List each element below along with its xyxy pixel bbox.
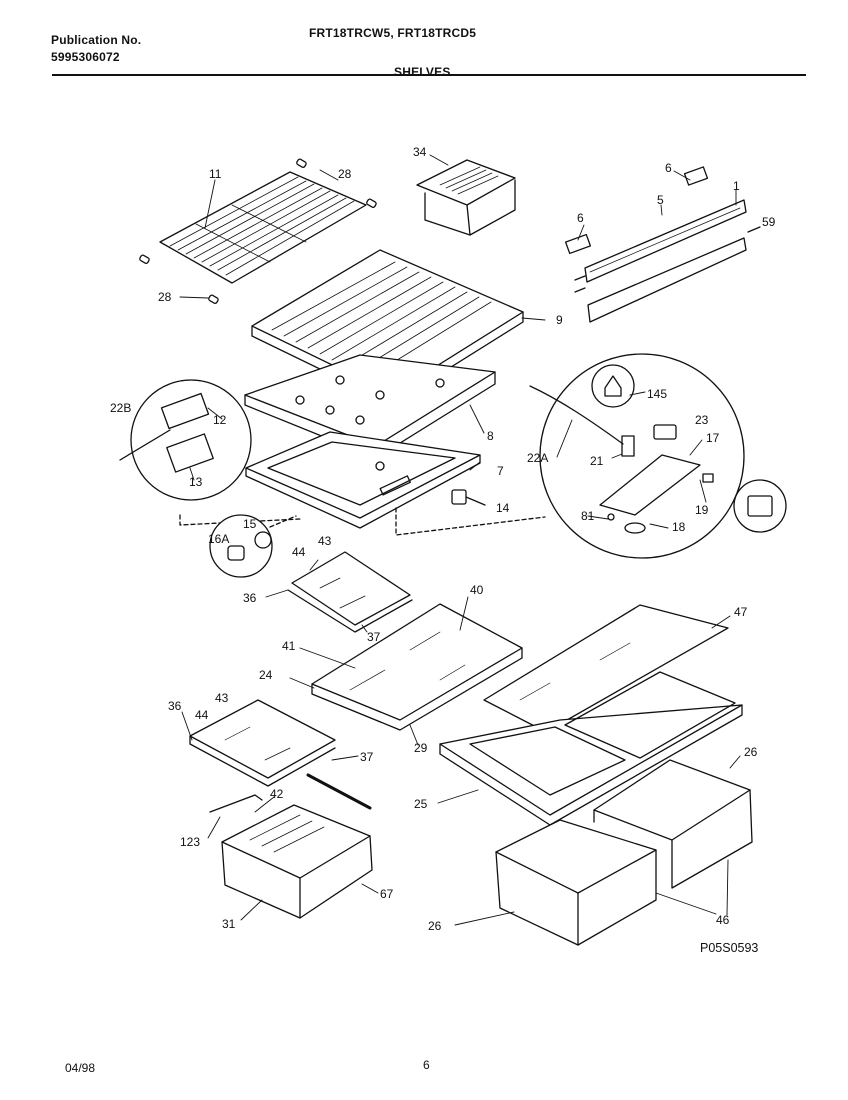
callout-34: 34 (413, 145, 427, 159)
callout-43: 43 (215, 691, 229, 705)
shelf-rail-part (564, 166, 761, 323)
footer-date: 04/98 (65, 1061, 96, 1075)
page-number: 6 (423, 1058, 430, 1072)
callout-44: 44 (292, 545, 306, 559)
damper-clip-part (451, 489, 486, 506)
callout-37: 37 (367, 630, 381, 644)
callout-12: 12 (213, 413, 227, 427)
callout-123: 123 (180, 835, 200, 849)
callout-59: 59 (762, 215, 776, 229)
callout-67: 67 (380, 887, 394, 901)
callout-36: 36 (168, 699, 182, 713)
crisper-drawer-right-part (593, 759, 753, 889)
callout-14: 14 (496, 501, 510, 515)
lower-small-shelf-part (189, 699, 336, 787)
wire-shelf-part (139, 158, 377, 305)
callout-36: 36 (243, 591, 257, 605)
callout-37: 37 (360, 750, 374, 764)
callout-6: 6 (665, 161, 672, 175)
leader-lines (179, 154, 741, 926)
callout-24: 24 (259, 668, 273, 682)
callout-145: 145 (647, 387, 667, 401)
header-rule (52, 74, 806, 76)
crisper-pan-part (244, 354, 496, 459)
publication-label: Publication No. (51, 33, 142, 47)
callout-15: 15 (243, 517, 257, 531)
callout-81: 81 (581, 509, 595, 523)
callout-8: 8 (487, 429, 494, 443)
right-detail-circle (395, 353, 787, 559)
large-glass-shelf-part (483, 604, 729, 733)
callout-22A: 22A (527, 451, 548, 465)
callout-21: 21 (590, 454, 604, 468)
callout-19: 19 (695, 503, 709, 517)
glass-shelf-part (311, 603, 523, 731)
callout-47: 47 (734, 605, 748, 619)
callout-40: 40 (470, 583, 484, 597)
callout-42: 42 (270, 787, 284, 801)
callout-5: 5 (657, 193, 664, 207)
shelf-frame-part (245, 431, 481, 529)
callout-28: 28 (338, 167, 352, 181)
callout-41: 41 (282, 639, 296, 653)
crisper-drawer-left-part (495, 819, 657, 946)
callout-9: 9 (556, 313, 563, 327)
callout-22B: 22B (110, 401, 131, 415)
callout-13: 13 (189, 475, 203, 489)
callout-23: 23 (695, 413, 709, 427)
callout-26: 26 (428, 919, 442, 933)
callout-46: 46 (716, 913, 730, 927)
publication-number: 5995306072 (51, 50, 120, 64)
callout-1: 1 (733, 179, 740, 193)
callout-28: 28 (158, 290, 172, 304)
callout-6: 6 (577, 211, 584, 225)
callout-17: 17 (706, 431, 720, 445)
callout-44: 44 (195, 708, 209, 722)
lower-crisper-frame-part (439, 671, 743, 826)
drawing-code: P05S0593 (700, 941, 758, 955)
callout-18: 18 (672, 520, 686, 534)
callout-7: 7 (497, 464, 504, 478)
callout-29: 29 (414, 741, 428, 755)
callout-31: 31 (222, 917, 236, 931)
callout-11: 11 (209, 167, 222, 181)
callout-16A: 16A (208, 532, 229, 546)
small-glass-shelf-part (287, 551, 413, 633)
shelf-trim-part (306, 773, 372, 810)
callout-43: 43 (318, 534, 332, 548)
model-numbers: FRT18TRCW5, FRT18TRCD5 (309, 26, 477, 40)
small-drawer-part (209, 794, 373, 919)
meat-keeper-bin-part (416, 159, 516, 236)
callout-25: 25 (414, 797, 428, 811)
left-detail-circle (119, 379, 301, 526)
callout-26: 26 (744, 745, 758, 759)
light-socket-detail (209, 514, 297, 578)
